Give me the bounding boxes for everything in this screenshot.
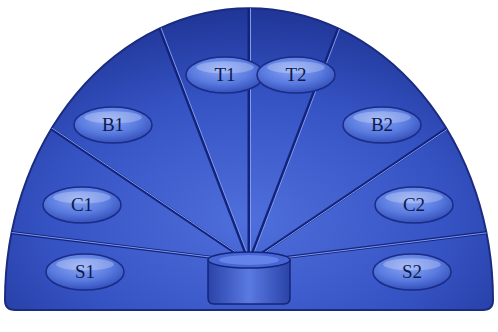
oval-node: T1: [185, 56, 265, 94]
node-label: B2: [371, 115, 393, 136]
node-label: S1: [75, 262, 95, 283]
node-label: T1: [214, 65, 235, 86]
oval-node: S1: [45, 253, 125, 291]
oval-node: B2: [342, 106, 422, 144]
oval-node: S2: [372, 253, 452, 291]
radial-lines: [0, 0, 498, 262]
node-label: T2: [285, 65, 306, 86]
oval-node: C2: [374, 186, 454, 224]
oval-node: C1: [42, 186, 122, 224]
hub-cylinder: [208, 252, 290, 304]
node-label: C2: [403, 195, 425, 216]
node-label: B1: [102, 115, 124, 136]
node-label: C1: [71, 195, 93, 216]
oval-node: B1: [73, 106, 153, 144]
oval-node: T2: [256, 56, 336, 94]
node-label: S2: [402, 262, 422, 283]
